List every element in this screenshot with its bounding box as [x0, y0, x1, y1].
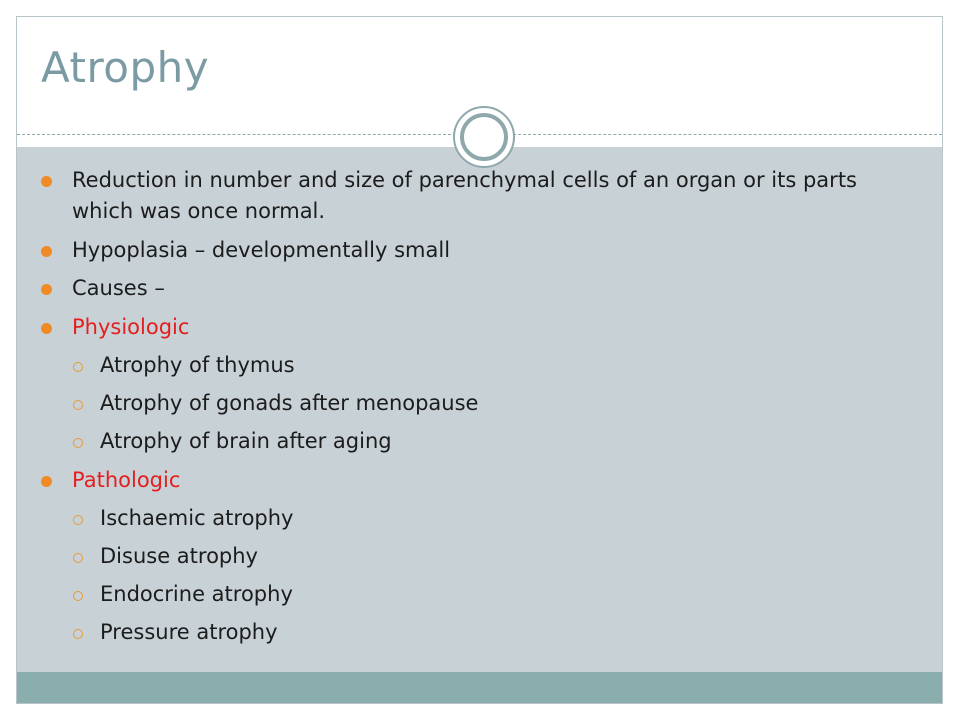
sub-bullet-item: Endocrine atrophy	[100, 582, 293, 606]
slide-title: Atrophy	[41, 43, 210, 92]
sub-bullet-circle-icon	[73, 362, 83, 372]
sub-bullet-item: Atrophy of thymus	[100, 353, 295, 377]
bullet-item: Causes –	[72, 276, 165, 300]
bullet-item-highlight: Pathologic	[72, 468, 181, 492]
sub-bullet-circle-icon	[73, 553, 83, 563]
sub-bullet-item: Disuse atrophy	[100, 544, 258, 568]
sub-bullet-item: Atrophy of brain after aging	[100, 429, 392, 453]
sub-bullet-item: Ischaemic atrophy	[100, 506, 294, 530]
sub-bullet-item: Pressure atrophy	[100, 620, 278, 644]
sub-bullet-circle-icon	[73, 515, 83, 525]
sub-bullet-circle-icon	[73, 438, 83, 448]
bullet-dot-icon	[41, 246, 52, 257]
bullet-dot-icon	[41, 323, 52, 334]
content-area	[17, 147, 942, 672]
sub-bullet-circle-icon	[73, 629, 83, 639]
slide: Atrophy Reduction in number and size of …	[16, 16, 943, 704]
bullet-dot-icon	[41, 176, 52, 187]
sub-bullet-circle-icon	[73, 400, 83, 410]
bullet-item: Reduction in number and size of parenchy…	[72, 168, 857, 223]
bullet-dot-icon	[41, 284, 52, 295]
ring-ornament-inner	[460, 113, 508, 161]
sub-bullet-item: Atrophy of gonads after menopause	[100, 391, 479, 415]
bullet-item: Hypoplasia – developmentally small	[72, 238, 451, 262]
bullet-dot-icon	[41, 476, 52, 487]
footer-bar	[17, 672, 942, 703]
sub-bullet-circle-icon	[73, 591, 83, 601]
bullet-item-highlight: Physiologic	[72, 315, 190, 339]
